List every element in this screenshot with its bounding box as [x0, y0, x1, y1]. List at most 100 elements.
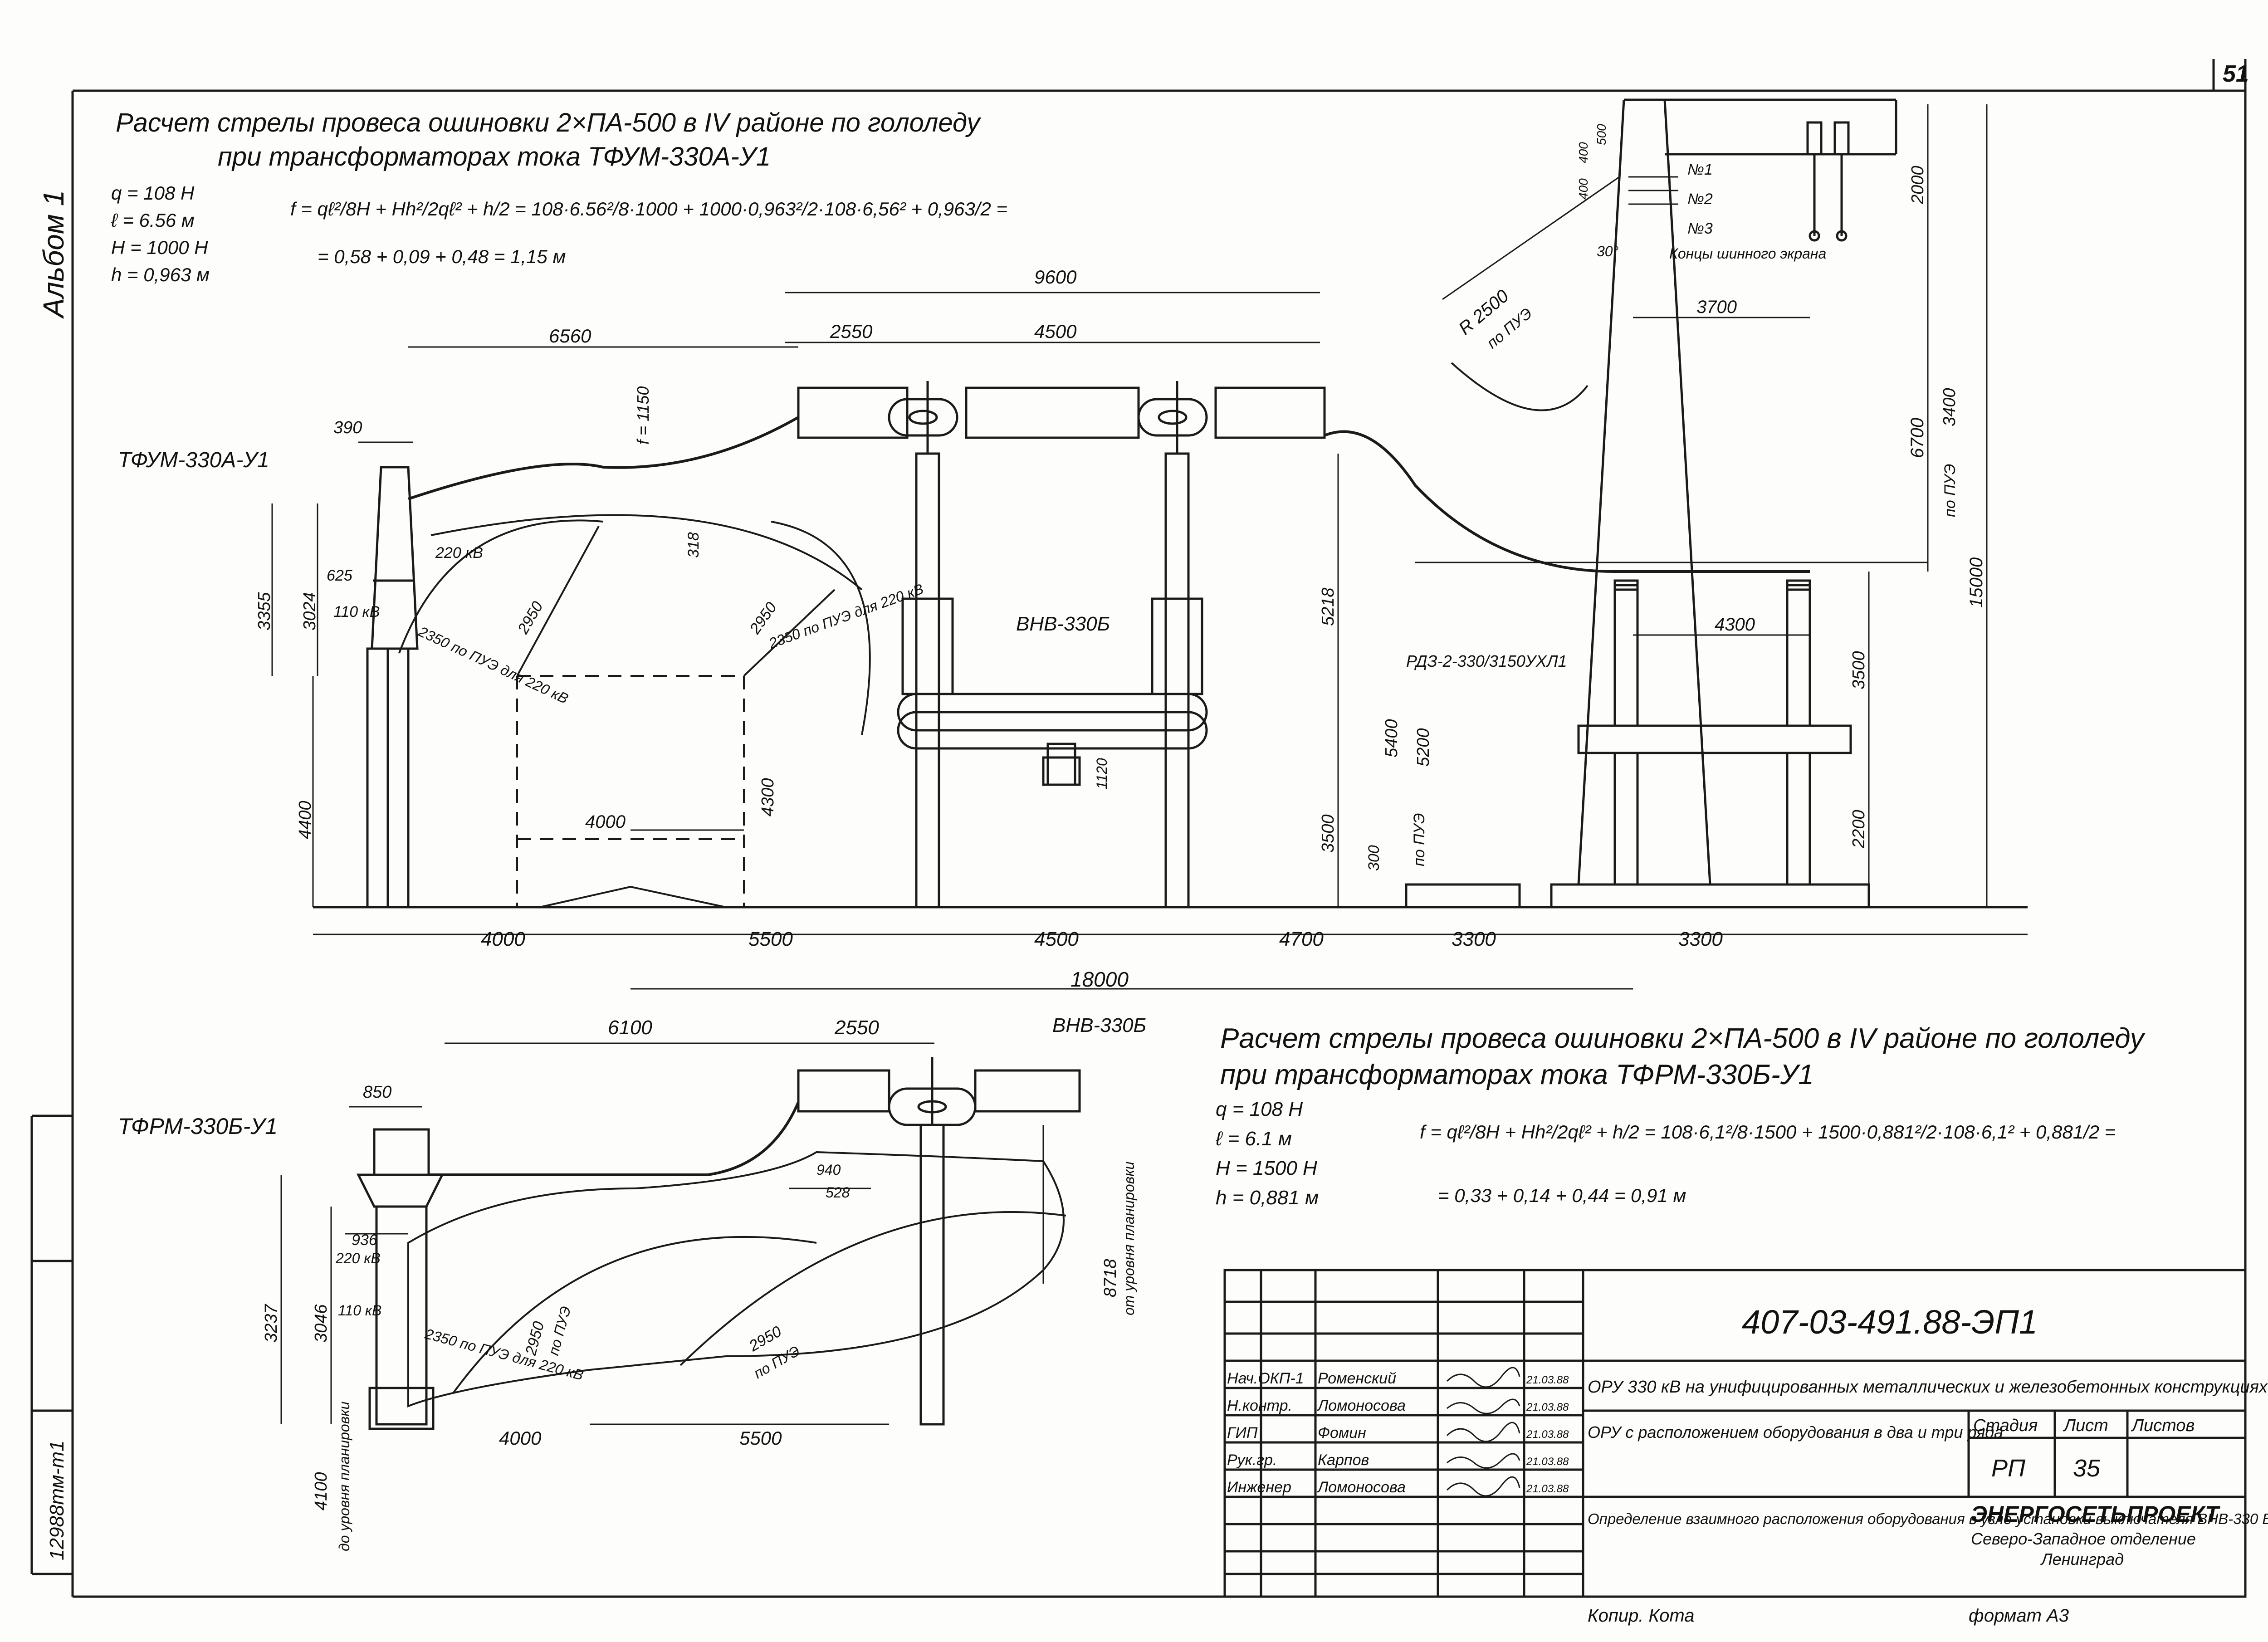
dim-3355: 3355: [255, 592, 274, 630]
name-2: Фомин: [1318, 1424, 1366, 1442]
label-tfum: ТФУМ-330А-У1: [118, 448, 269, 472]
calc2-title-2: при трансформаторах тока ТФРМ-330Б-У1: [1220, 1059, 1814, 1090]
label-f1150: f = 1150: [634, 386, 652, 445]
date-2: 21.03.88: [1526, 1428, 1569, 1441]
sheet-title: Определение взаимного расположения обору…: [1588, 1510, 2268, 1527]
drawing-code: 407-03-491.88-ЭП1: [1742, 1303, 2038, 1341]
dim-500: 500: [1594, 124, 1608, 145]
org-name: ЭНЕРГОСЕТЬПРОЕКТ: [1971, 1501, 2221, 1527]
role-3: Рук.гр.: [1227, 1451, 1277, 1469]
sheet-number: 51: [2223, 61, 2249, 87]
calc2-title-1: Расчет стрелы провеса ошиновки 2×ПА-500 …: [1220, 1023, 2146, 1054]
label-level-1: от уровня планировки: [1121, 1162, 1137, 1316]
role-1: Н.контр.: [1227, 1397, 1292, 1414]
vnv-breaker-2: [797, 1057, 1081, 1426]
label-screen: Концы шинного экрана: [1669, 245, 1826, 262]
dim-row-4: 3300: [1452, 928, 1496, 950]
signatures: [1446, 1367, 1520, 1497]
dim-2950-d: 2950: [746, 1323, 784, 1355]
stage-value: РП: [1991, 1455, 2026, 1482]
dim-po-pue-4: по ПУЭ: [545, 1305, 574, 1357]
calc2-result: = 0,33 + 0,14 + 0,44 = 0,91 м: [1438, 1185, 1686, 1206]
calc-block-1: Расчет стрелы провеса ошиновки 2×ПА-500 …: [111, 108, 1007, 285]
dim-9600: 9600: [1034, 266, 1077, 288]
dim-5500-b: 5500: [739, 1427, 782, 1449]
label-level-2: до уровня планировки: [336, 1401, 352, 1551]
calc1-q: q = 108 Н: [111, 182, 195, 204]
label-vnv-1: ВНВ-330Б: [1016, 613, 1110, 635]
top-elevation: [313, 98, 2028, 909]
sheet-label: Лист: [2063, 1416, 2108, 1435]
busbar-conductor-1: [408, 416, 799, 500]
lower-dimension-lines: [280, 1042, 934, 1425]
dim-4100: 4100: [312, 1472, 331, 1510]
dim-6560: 6560: [549, 325, 591, 347]
calc-block-2: Расчет стрелы провеса ошиновки 2×ПА-500 …: [1215, 1023, 2146, 1209]
dim-row-2: 4500: [1034, 928, 1079, 950]
dim-400: 400: [1576, 178, 1590, 200]
copied-by: Копир. Кота: [1588, 1606, 1695, 1626]
sheets-label: Листов: [2131, 1416, 2195, 1435]
label-110kv-b: 110 кВ: [338, 1302, 381, 1319]
dim-4000-b: 4000: [499, 1427, 542, 1449]
archive-number: 12988тм-т1: [46, 1441, 68, 1560]
dim-2950-b: 2950: [746, 599, 780, 638]
org-city: Ленинград: [2040, 1550, 2124, 1569]
calc2-H: H = 1500 Н: [1216, 1157, 1317, 1179]
portal-structure: [1577, 98, 1897, 885]
lower-elevation: [356, 1057, 1081, 1430]
top-dimension-lines: [271, 104, 2028, 990]
dim-15000: 15000: [1966, 557, 1986, 608]
label-220kv-b: 220 кВ: [335, 1250, 381, 1266]
dim-3700: 3700: [1696, 297, 1737, 317]
org-branch: Северо-Западное отделение: [1971, 1530, 2196, 1548]
paper-format: формат А3: [1969, 1606, 2069, 1626]
dim-6100: 6100: [608, 1016, 652, 1039]
label-220kv-a: 220 кВ: [435, 544, 483, 562]
sheet-frame: [30, 59, 2247, 1598]
tfrm-transformer: [356, 1128, 445, 1430]
role-2: ГИП: [1227, 1424, 1258, 1442]
tfum-transformer: [366, 466, 419, 909]
name-4: Ломоносова: [1317, 1479, 1406, 1496]
dim-4300: 4300: [758, 778, 777, 816]
clearance-zone: [516, 675, 745, 908]
calc2-formula: f = qℓ²/8H + Hh²/2qℓ² + h/2 = 108·6,1²/8…: [1420, 1121, 2116, 1143]
label-pue-220-a: 2350 по ПУЭ для 220 кВ: [415, 623, 571, 707]
dim-total-18000: 18000: [1070, 968, 1129, 991]
name-3: Карпов: [1318, 1451, 1369, 1469]
dim-5400: 5400: [1382, 719, 1401, 757]
date-0: 21.03.88: [1526, 1374, 1569, 1386]
dim-2550: 2550: [830, 321, 873, 342]
dim-940: 940: [816, 1162, 841, 1178]
dim-2550-b: 2550: [834, 1016, 879, 1039]
vnv-breaker: [797, 381, 1326, 909]
dim-row-0: 4000: [481, 928, 525, 950]
calc1-formula: f = qℓ²/8H + Hh²/2qℓ² + h/2 = 108·6.56²/…: [290, 198, 1007, 220]
calc1-H: H = 1000 Н: [111, 237, 208, 258]
busbar-conductor-3: [429, 1101, 800, 1176]
dim-8718: 8718: [1101, 1259, 1120, 1297]
project-name: ОРУ 330 кВ на унифицированных металличес…: [1588, 1378, 2268, 1397]
calc2-q: q = 108 Н: [1216, 1098, 1303, 1120]
dim-4500: 4500: [1034, 321, 1077, 342]
dim-row-1: 5500: [748, 928, 793, 950]
sheet-value: 35: [2073, 1455, 2101, 1482]
album-label: Альбом 1: [37, 190, 70, 319]
dim-936: 936: [352, 1232, 377, 1249]
dim-5218: 5218: [1319, 587, 1338, 626]
dim-318: 318: [685, 532, 702, 558]
label-n1: №1: [1687, 161, 1713, 178]
calc2-l: ℓ = 6.1 м: [1215, 1128, 1292, 1150]
dim-2950-c: 2950: [522, 1319, 548, 1358]
dim-po-pue-2: по ПУЭ: [1411, 813, 1428, 866]
clearance-arc-portal: [1451, 362, 1589, 411]
dim-row-3: 4700: [1279, 928, 1324, 950]
label-vnv-2: ВНВ-330Б: [1052, 1014, 1146, 1036]
dim-2200: 2200: [1849, 810, 1868, 849]
calc1-h: h = 0,963 м: [111, 264, 210, 285]
dim-po-pue-3: по ПУЭ: [1941, 464, 1959, 517]
dim-3500-b: 3500: [1849, 651, 1868, 689]
